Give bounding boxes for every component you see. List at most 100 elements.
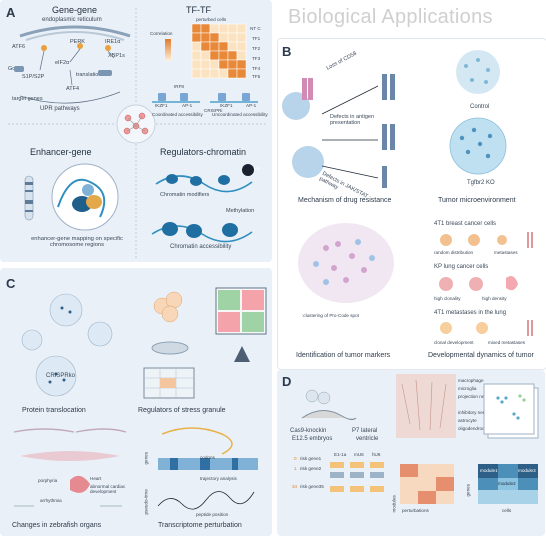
chromosome-icon [24,175,34,221]
heatmap-cell [227,50,238,61]
gene-module-heatmap-icon [478,464,538,504]
heatmap-cell [227,23,238,34]
heatmap-cell [227,41,238,52]
heatmap-cell [209,59,220,70]
heatmap-cell [200,23,211,34]
heatmap-cell [236,32,247,43]
heatmap-cell [191,41,202,52]
clonal-development-label: clonal development [434,340,474,345]
metastases-label: metastases [494,250,518,255]
tf-row-label: TF2 [252,46,261,51]
coord-access-label: Coordinated accessibility [152,112,203,117]
heatmap-cell [191,23,202,34]
uncoord-access-label: Uncoordinated accessibility [212,112,268,117]
porphyria-label: porphyria [38,478,58,483]
risk-num: 1 [294,466,297,471]
heatmap-cell [200,50,211,61]
heatmap-cell [227,32,238,43]
xbp1s-label: XBP1s [108,53,125,59]
heatmap-cell [191,32,202,43]
tgfbr2-label: Tgfbr2 KO [467,180,495,186]
zebrafish-icon [13,428,127,507]
module-label: module2 [498,481,516,486]
genes-axis-label: genes [143,451,149,465]
transcriptome-caption: Transcriptome perturbation [158,522,242,529]
er-label: endoplasmic reticulum [42,17,102,23]
stress-granule-caption: Regulators of stress granule [138,407,226,414]
cell-type-label: inhibitory neuron [458,410,492,415]
heatmap-cell [227,68,238,79]
heatmap-cell [209,41,220,52]
module-label: module3 [518,468,536,473]
irf8-label: IRF8 [174,84,184,89]
chromatin-accessibility-icon [151,222,253,243]
tf-row-label: TF1 [252,36,261,41]
heatmap-cell [218,68,229,79]
me-label: Me [254,166,261,171]
heart-label: Heart [90,476,102,481]
tf-row-label: TF4 [252,66,261,71]
chromatin-modifiers-label: Chromatin modifiers [160,192,210,198]
cell-type-label: oligodendrocyte [458,426,491,431]
transcriptome-heatmap-icon [157,427,258,510]
eif2a-label: eIF2α [55,60,70,66]
crisprko-label: CRISPRko [46,373,76,379]
heatmap-cell [236,50,247,61]
tumor-markers-caption: Identification of tumor markers [296,352,391,359]
heatmap-cell [218,59,229,70]
module-header: E1-1a [334,452,347,457]
heatmap-cell [200,59,211,70]
met-lung-label: 4T1 metastases in the lung [434,310,507,316]
kp-lung-label: KP lung cancer cells [434,264,489,270]
heatmap-cell [218,50,229,61]
correlation-label: Correlation [150,31,173,36]
abnormal-cardiac-label: abnormal cardiac development [90,484,126,495]
perturbation-vector-icon [330,462,384,492]
regulators-chromatin-title: Regulators-chromatin [160,147,247,157]
umap-stack-icon [483,383,539,439]
tf-row-label: TF5 [252,74,261,79]
heatmap-cell [218,32,229,43]
codons-label: codons [200,455,215,460]
correlation-colorbar [165,39,171,61]
ire1a-label: IRE1α [105,39,121,45]
panel-a-dividers [8,8,266,258]
risk-num: 0 [294,456,297,461]
control-label: Control [470,104,490,110]
target-genes-label: target genes [12,96,43,102]
module-label: module1 [480,468,498,473]
risk-gene-label: risk gene1 [300,456,322,461]
tf-tf-title: TF-TF [186,5,211,15]
perturbed-cells-label: perturbed cells [196,17,227,22]
enhancer-gene-title: Enhancer-gene [30,147,92,157]
heatmap-cell [209,50,220,61]
embryos-label: E12.5 embryos [292,436,333,442]
tme-caption: Tumor microenvironment [438,197,516,204]
upr-pathway-icon [14,43,121,104]
zebrafish-caption: Changes in zebrafish organs [12,522,102,529]
enhancer-loop-icon [51,163,119,231]
defects-antigen-label: Defects in antigen presentation [330,114,375,127]
trajectory-label: trajectory analysis [200,476,237,481]
tumor-control-icon [456,50,500,94]
atf6-label: ATF6 [12,44,26,50]
drug-resistance-caption: Mechanism of drug resistance [298,197,392,204]
cell-type-label: astrocyte [458,418,477,423]
heatmap-cell [227,59,238,70]
module-header: mU6 [354,452,364,457]
pseudo-time-label: pseudo-time [143,489,149,515]
heatmap-cell [236,59,247,70]
heatmap-cell [191,59,202,70]
gene-gene-title: Gene-gene [52,5,98,15]
heatmap-cell [191,50,202,61]
protein-translocation-caption: Protein translocation [22,407,86,414]
ap1-label: AP-1 [182,103,193,108]
arrhythmia-label: arrhythmia [40,498,62,503]
heatmap-cell [200,32,211,43]
cells-axis-label: cells [502,508,512,513]
risk-num: 34 [292,484,298,489]
module-header: hU6 [372,452,381,457]
clustering-label: :clustering of Pro-Code spot [302,313,359,318]
panel-b-letter: B [282,44,292,59]
tf-dna-icon [152,93,258,103]
